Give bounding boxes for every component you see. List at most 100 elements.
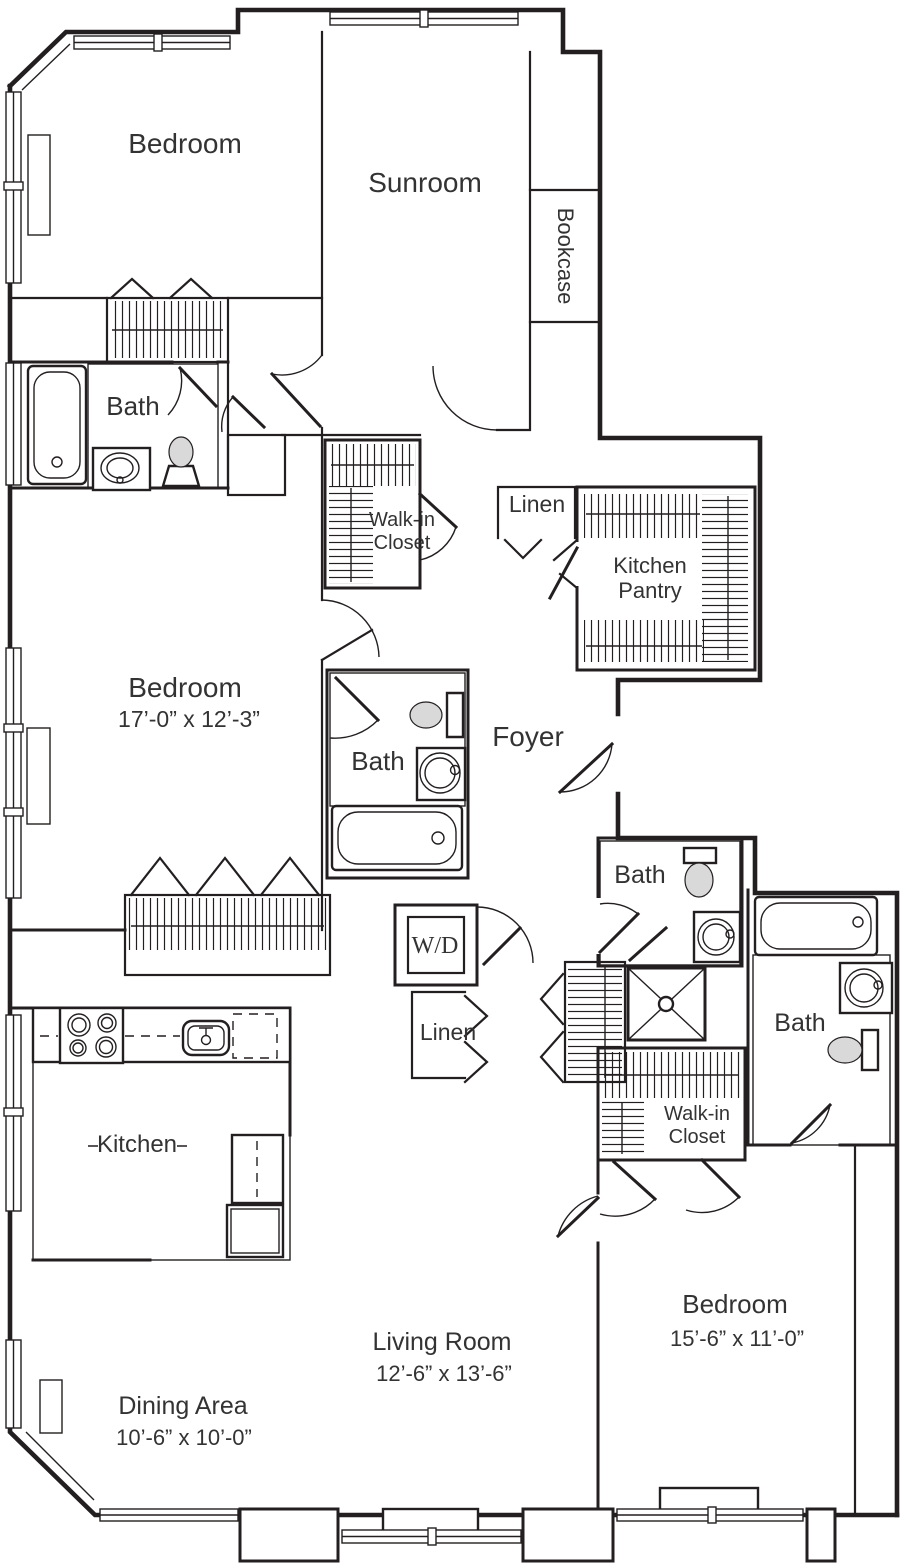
room-dims-living: 12’-6” x 13’-6” bbox=[376, 1361, 512, 1386]
bath-walls bbox=[746, 888, 899, 1147]
room-label-bath-mid: Bath bbox=[351, 746, 405, 776]
closet-walls bbox=[410, 990, 467, 1080]
bathtub-drain bbox=[51, 456, 63, 468]
room-dims-dining: 10’-6” x 10’-0” bbox=[116, 1425, 252, 1450]
room-label-pantry-2: Pantry bbox=[618, 578, 682, 603]
door-arc bbox=[329, 719, 379, 739]
door-leaf bbox=[699, 1157, 742, 1200]
door-arc bbox=[557, 1195, 599, 1237]
bathtub-drain bbox=[852, 916, 864, 928]
room-label-pantry-1: Kitchen bbox=[613, 553, 686, 578]
toilet-bowl bbox=[684, 862, 714, 898]
shower-drain bbox=[657, 995, 675, 1013]
door-swing bbox=[503, 538, 543, 560]
door-leaf bbox=[547, 545, 580, 601]
bathtub-inner bbox=[760, 902, 872, 950]
window-mullion bbox=[707, 1506, 717, 1524]
closet-box bbox=[123, 893, 332, 977]
door-arc bbox=[685, 1196, 740, 1214]
window-mullion bbox=[153, 33, 163, 52]
toilet-tank bbox=[445, 691, 465, 739]
room-dims-bedroom-bottom: 15’-6” x 11’-0” bbox=[670, 1326, 804, 1351]
kitchen-sink bbox=[181, 1019, 231, 1057]
door-arc bbox=[476, 906, 534, 964]
wall-block bbox=[521, 1507, 615, 1563]
bath-top-area bbox=[8, 360, 287, 497]
window-mullion bbox=[3, 1107, 24, 1117]
toilet-tank bbox=[161, 464, 201, 488]
sink-faucet bbox=[116, 476, 124, 484]
room-label-bedroom-bottom: Bedroom bbox=[682, 1289, 788, 1319]
door-opening bbox=[573, 542, 581, 586]
bedroom-top-area bbox=[8, 30, 324, 364]
sink-vanity bbox=[692, 910, 742, 964]
room-label-walkin-right-1: Walk-in bbox=[664, 1103, 730, 1125]
shelf-hatch-bottom bbox=[584, 620, 704, 662]
closet-door-swings bbox=[129, 856, 321, 897]
door-leaf bbox=[597, 911, 641, 955]
windows bbox=[3, 9, 804, 1546]
door-arc bbox=[419, 526, 457, 561]
sink-basin bbox=[697, 918, 735, 956]
shower-area bbox=[626, 966, 707, 1042]
entry-door-arc bbox=[559, 743, 613, 793]
room-label-bedroom-top: Bedroom bbox=[128, 128, 242, 159]
toilet-tank bbox=[682, 846, 718, 865]
door-leaf bbox=[177, 365, 219, 409]
sink-basin bbox=[419, 752, 461, 794]
sink-vanity bbox=[838, 961, 894, 1015]
room-label-living: Living Room bbox=[373, 1328, 512, 1356]
wd-machine bbox=[406, 915, 466, 975]
door-leaf bbox=[417, 491, 459, 530]
burner-inner bbox=[72, 1042, 84, 1054]
sink-basin-inner bbox=[106, 457, 134, 479]
bay-window bbox=[15, 1431, 95, 1509]
bathtub bbox=[753, 895, 879, 957]
bedroom-mid-area bbox=[8, 426, 380, 977]
burner bbox=[69, 1039, 87, 1057]
room-label-walkin-right-2: Closet bbox=[669, 1126, 726, 1148]
bathtub-drain bbox=[431, 831, 445, 845]
kitchen-area bbox=[8, 1006, 292, 1262]
room-label-bedroom-mid: Bedroom bbox=[128, 672, 242, 703]
bay-window bbox=[13, 35, 71, 91]
door-leaf bbox=[269, 371, 323, 429]
burner-inner bbox=[100, 1016, 114, 1030]
bath-right-upper-area bbox=[595, 836, 744, 968]
room-label-dining: Dining Area bbox=[118, 1392, 247, 1420]
bookcase-shelf-lines bbox=[528, 188, 600, 324]
door-leaf bbox=[611, 1159, 658, 1202]
bathtub-inner bbox=[33, 371, 81, 479]
sink-faucet bbox=[873, 980, 883, 990]
wall bbox=[495, 50, 532, 432]
room-label-bath-right-lower: Bath bbox=[774, 1009, 825, 1037]
walkin-right-area bbox=[596, 1046, 747, 1217]
kitchen-sink-inner bbox=[187, 1025, 225, 1051]
bathtub-inner bbox=[337, 811, 457, 865]
room-label-linen-mid: Linen bbox=[420, 1019, 476, 1045]
room-dims-bedroom-mid: 17’-0” x 12’-3” bbox=[118, 706, 260, 732]
room-label-kitchen: Kitchen bbox=[97, 1131, 177, 1158]
closet-walls bbox=[496, 485, 577, 540]
room-label-bath-top: Bath bbox=[106, 391, 160, 421]
room-label-walkin-top-1: Walk-in bbox=[369, 509, 435, 531]
entry-door-leaf bbox=[557, 741, 615, 795]
room-label-bath-right-upper: Bath bbox=[614, 861, 665, 889]
vestibule bbox=[226, 433, 287, 497]
door-opening bbox=[595, 898, 603, 954]
room-label-walkin-top-2: Closet bbox=[374, 532, 431, 554]
radiator bbox=[39, 1379, 63, 1434]
closet-box bbox=[323, 438, 422, 590]
shower-pan bbox=[626, 966, 707, 1042]
room-labels: Bedroom Sunroom Bookcase Bath Walk-in Cl… bbox=[97, 128, 826, 1450]
refrigerator-inner bbox=[230, 1208, 280, 1254]
door-arc bbox=[321, 599, 380, 658]
walkin-top-area bbox=[323, 438, 459, 590]
pantry-area bbox=[547, 485, 757, 672]
radiator bbox=[26, 727, 51, 825]
wd-closet bbox=[393, 903, 479, 987]
door-arc bbox=[271, 354, 323, 376]
shelf-hatch-right bbox=[702, 494, 748, 662]
